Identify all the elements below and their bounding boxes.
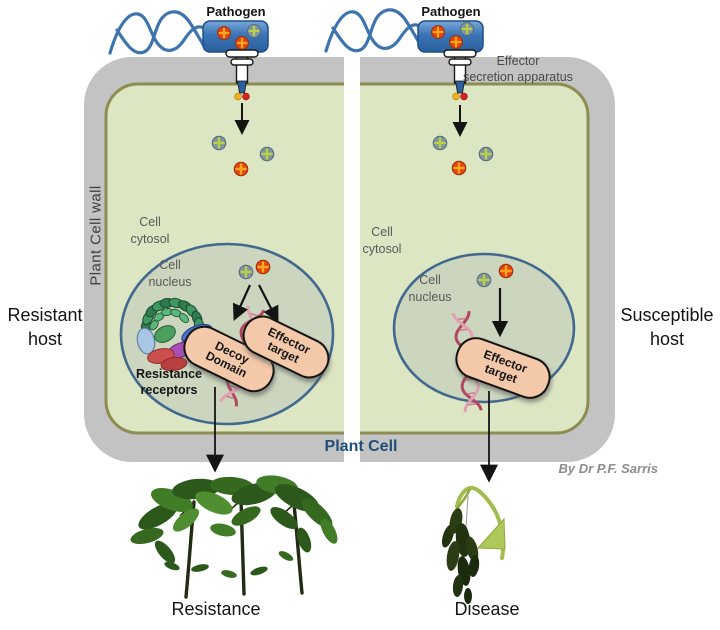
healthy-plants-image xyxy=(130,475,338,599)
plant-cell-wall-label: Plant Cell wall xyxy=(87,185,105,286)
plant-cell-label: Plant Cell xyxy=(324,438,398,455)
wilted-plant-image xyxy=(441,485,506,604)
outcome-arrows xyxy=(206,387,498,483)
flagellum-icon-right xyxy=(324,8,424,53)
cell-nucleus-label-right: Cell nucleus xyxy=(408,273,452,304)
pathogen-label-left: Pathogen xyxy=(206,4,266,19)
cell-cytosol-label-right: Cell cytosol xyxy=(362,225,402,256)
pathogen-label-right: Pathogen xyxy=(421,4,481,19)
injection-arrows xyxy=(234,103,468,137)
cell-nucleus-label-left: Cell nucleus xyxy=(148,258,192,289)
cell-cytosol-label-left: Cell cytosol xyxy=(130,215,170,246)
nucleus-arrows xyxy=(232,284,509,338)
disease-outcome-label: Disease xyxy=(454,599,520,619)
pathogen-body-left xyxy=(202,20,269,53)
flagellum-icon-left xyxy=(108,10,208,55)
susceptible-host-label: Susceptible host xyxy=(620,305,714,349)
pathogen-body-right xyxy=(417,20,484,53)
resistance-receptors-label: Resistance receptors xyxy=(135,367,203,397)
cell-divider xyxy=(344,54,360,465)
attribution-text: By Dr P.F. Sarris xyxy=(558,461,658,476)
resistance-outcome-label: Resistance xyxy=(171,599,261,619)
resistant-host-label: Resistant host xyxy=(7,305,83,349)
effector-secretion-apparatus-label: Effector secretion apparatus xyxy=(463,54,573,84)
